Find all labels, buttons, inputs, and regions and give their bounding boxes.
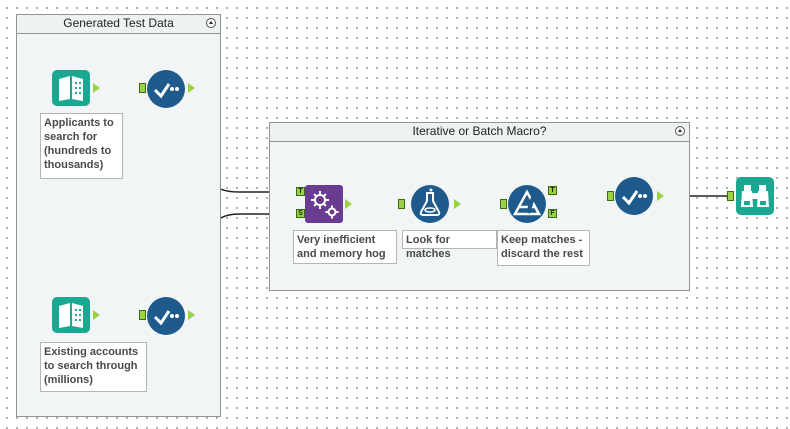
filter-true-anchor[interactable]: T: [548, 186, 557, 195]
output-anchor[interactable]: [93, 310, 100, 320]
check-select-icon: [147, 70, 185, 108]
output-anchor[interactable]: [657, 191, 664, 201]
output-anchor[interactable]: [188, 310, 195, 320]
book-input-icon: [52, 297, 90, 333]
tool-label-macro: Very inefficient and memory hog: [293, 230, 397, 264]
check-select-icon: [147, 297, 185, 335]
container-title: Generated Test Data: [63, 16, 174, 30]
macro-input-anchor-s[interactable]: S: [296, 209, 305, 218]
filter-tool[interactable]: [508, 185, 546, 223]
input-anchor[interactable]: [500, 199, 507, 209]
container-title: Iterative or Batch Macro?: [412, 124, 547, 138]
collapse-icon[interactable]: [206, 18, 216, 28]
formula-tool[interactable]: [411, 185, 449, 223]
input-anchor[interactable]: [139, 310, 146, 320]
tool-label-accounts: Existing accounts to search through (mil…: [40, 342, 147, 392]
output-anchor[interactable]: [345, 199, 352, 209]
input-anchor[interactable]: [398, 199, 405, 209]
select-tool-result[interactable]: [615, 177, 653, 215]
book-input-icon: [52, 70, 90, 106]
tool-label-formula: Look for matches: [402, 230, 497, 260]
input-tool-applicants[interactable]: [52, 70, 90, 106]
binoculars-browse-icon: [736, 177, 774, 215]
filter-false-anchor[interactable]: F: [548, 209, 557, 218]
input-anchor[interactable]: [727, 191, 734, 201]
input-anchor[interactable]: [139, 83, 146, 93]
container-header: Iterative or Batch Macro?: [270, 123, 689, 142]
tool-label-applicants: Applicants to search for (hundreds to th…: [40, 113, 123, 179]
flask-formula-icon: [411, 185, 449, 223]
output-anchor[interactable]: [188, 83, 195, 93]
macro-tool[interactable]: [305, 185, 343, 223]
select-tool-accounts[interactable]: [147, 297, 185, 335]
select-tool-applicants[interactable]: [147, 70, 185, 108]
browse-tool[interactable]: [736, 177, 774, 215]
input-anchor[interactable]: [607, 191, 614, 201]
filter-icon: [508, 185, 546, 223]
input-tool-accounts[interactable]: [52, 297, 90, 333]
collapse-icon[interactable]: [675, 126, 685, 136]
output-anchor[interactable]: [93, 83, 100, 93]
check-select-icon: [615, 177, 653, 215]
container-header: Generated Test Data: [17, 15, 220, 34]
output-anchor[interactable]: [454, 199, 461, 209]
macro-input-anchor-t[interactable]: T: [296, 187, 305, 196]
gears-macro-icon: [305, 185, 343, 223]
tool-label-filter: Keep matches - discard the rest: [497, 230, 590, 266]
